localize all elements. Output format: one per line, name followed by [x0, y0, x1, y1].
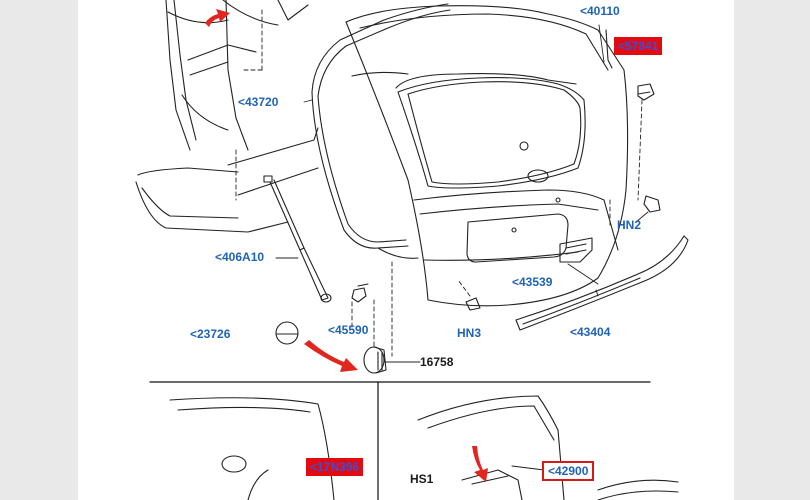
- label-23726: <23726: [190, 327, 231, 341]
- label-43539: <43539: [512, 275, 553, 289]
- label-43404: <43404: [570, 325, 611, 339]
- clip-45590: [351, 283, 369, 303]
- label-42900: <42900: [542, 461, 595, 481]
- gas-strut-406A10: [263, 175, 332, 303]
- bump-stop-16758: [363, 346, 387, 374]
- label-43720: <43720: [238, 95, 279, 109]
- pad-57841: [637, 83, 655, 101]
- clip-hn3: [465, 297, 481, 311]
- tailgate-body: [311, 3, 629, 307]
- diagram-sheet: <40110 <57841 <43720 HN2 <406A10 <43539 …: [78, 0, 734, 500]
- light-bar-43539: [559, 237, 593, 263]
- label-45590: <45590: [328, 323, 369, 337]
- clip-hn2: [643, 195, 661, 213]
- label-hs1: HS1: [410, 472, 434, 486]
- label-40110: <40110: [580, 4, 620, 18]
- label-hn3: HN3: [457, 326, 482, 340]
- label-406a10: <406A10: [215, 250, 265, 264]
- label-57841: <57841: [614, 37, 663, 55]
- tailgate-exploded-drawing: [135, 0, 689, 500]
- red-arrow-bottom: [304, 340, 358, 372]
- vehicle-body-outline: [135, 0, 319, 233]
- red-arrow-top: [205, 9, 230, 27]
- detail-left: [169, 397, 335, 500]
- red-arrow-lower-right: [472, 446, 488, 482]
- bumper-23726: [275, 321, 299, 345]
- label-17n396: <17N396: [306, 458, 364, 476]
- moulding-strip-43404: [515, 235, 689, 331]
- label-16758: 16758: [420, 355, 454, 369]
- detail-right: [417, 395, 679, 500]
- label-hn2: HN2: [617, 218, 642, 232]
